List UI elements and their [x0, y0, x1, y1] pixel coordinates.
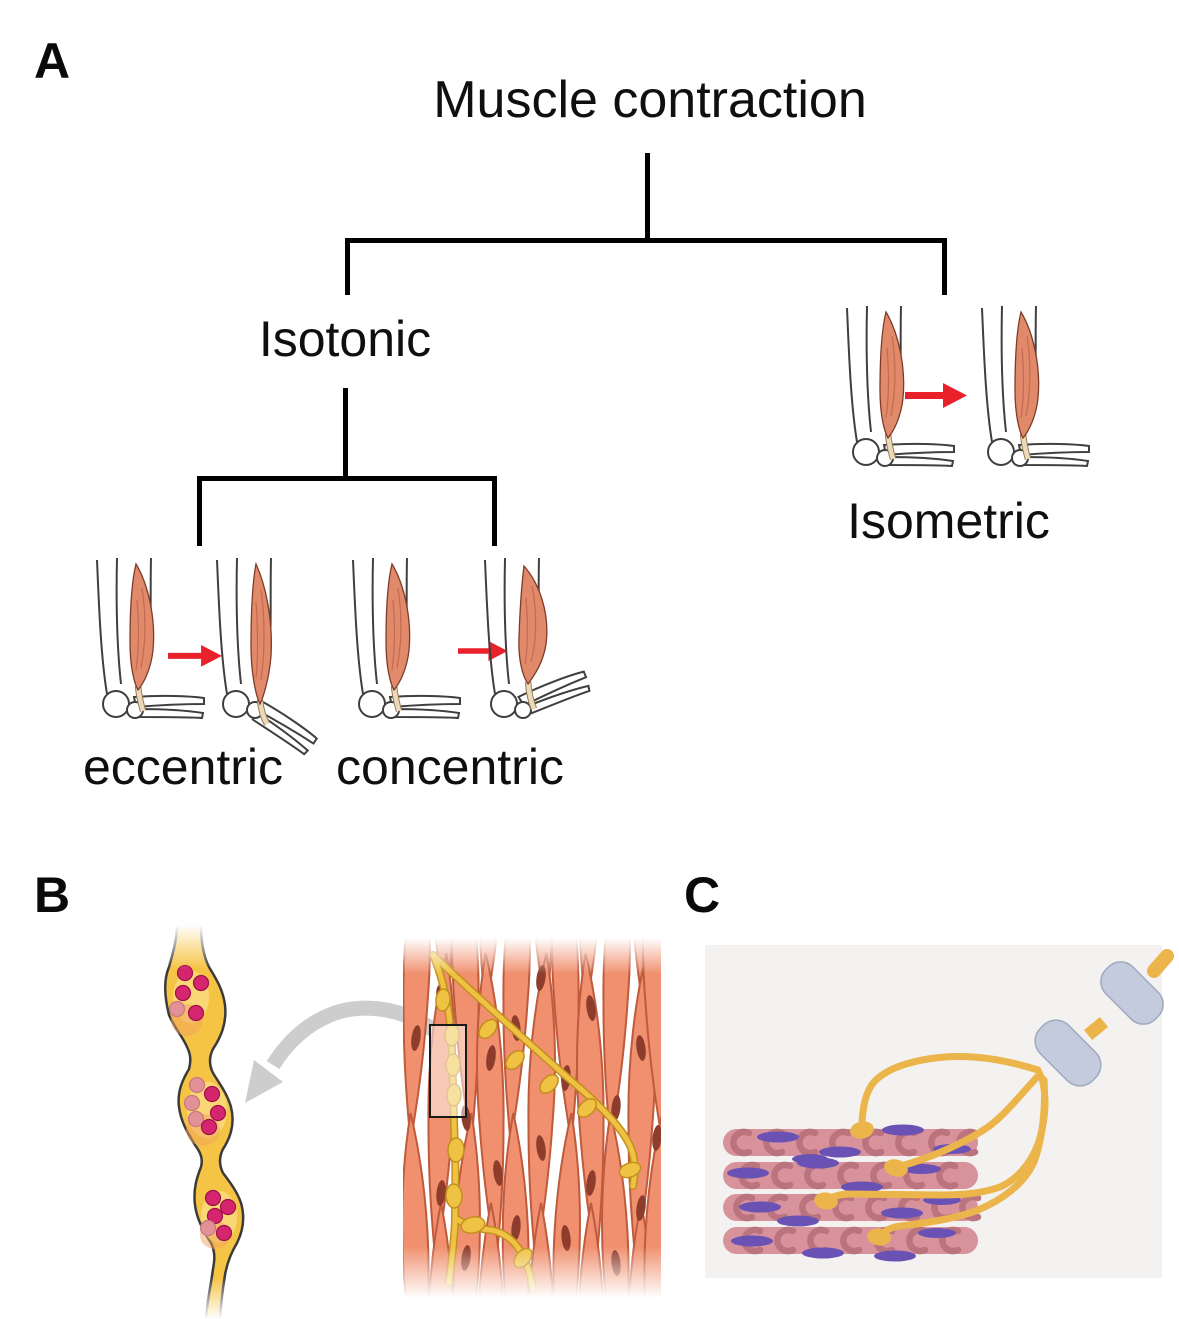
panel-b-letter: B [34, 867, 71, 923]
axon-terminals [814, 1121, 908, 1246]
tree-trunk-root [645, 153, 650, 242]
multiunit-smooth-muscle-illustration [705, 945, 1174, 1278]
arm-after [217, 558, 318, 755]
axon-tip [1147, 949, 1174, 978]
panel-c-letter: C [684, 867, 721, 923]
tree-drop-isotonic [345, 238, 350, 295]
band-nuclei [727, 1124, 971, 1262]
myelinated-axon [1034, 949, 1174, 1087]
transition-arrow-icon [168, 645, 222, 667]
myelin-segment [1100, 961, 1164, 1025]
transition-arrow-icon [458, 641, 508, 661]
tree-branch-bar-level1 [345, 238, 947, 243]
neuron-branches [814, 1053, 1049, 1246]
panel-a-letter: A [34, 33, 71, 89]
myelin-segment [1034, 1019, 1102, 1087]
muscle-fiber-bands [723, 1124, 978, 1262]
tree-branch-bar-level2 [197, 476, 497, 481]
inset-source-box [429, 1024, 467, 1118]
arm-before [353, 558, 460, 718]
node-label-concentric: concentric [336, 739, 564, 795]
arm-after [485, 558, 591, 718]
tree-trunk-isotonic [343, 388, 348, 480]
tree-drop-isometric [942, 238, 947, 295]
fade-top [145, 925, 255, 969]
panel-a-title: Muscle contraction [433, 71, 867, 129]
arm-before [847, 306, 954, 466]
smooth-muscle-bundle-illustration [403, 938, 661, 1298]
tree-drop-concentric [492, 476, 497, 546]
fade-bottom [165, 1277, 255, 1319]
axon-gap [1083, 1016, 1109, 1041]
neurotransmitter-vesicles [168, 964, 237, 1242]
node-label-isometric: Isometric [847, 493, 1050, 549]
fade-top [403, 938, 661, 974]
varicosity-axon-illustration [145, 925, 255, 1319]
arm-before [97, 558, 204, 718]
node-label-isotonic: Isotonic [258, 311, 432, 367]
tree-drop-eccentric [197, 476, 202, 546]
transition-arrow-icon [905, 383, 967, 408]
arm-after [982, 306, 1089, 466]
isometric-illustration [835, 300, 1105, 500]
node-label-eccentric: eccentric [82, 739, 284, 795]
concentric-illustration [338, 548, 648, 763]
fade-bottom [403, 1246, 661, 1298]
